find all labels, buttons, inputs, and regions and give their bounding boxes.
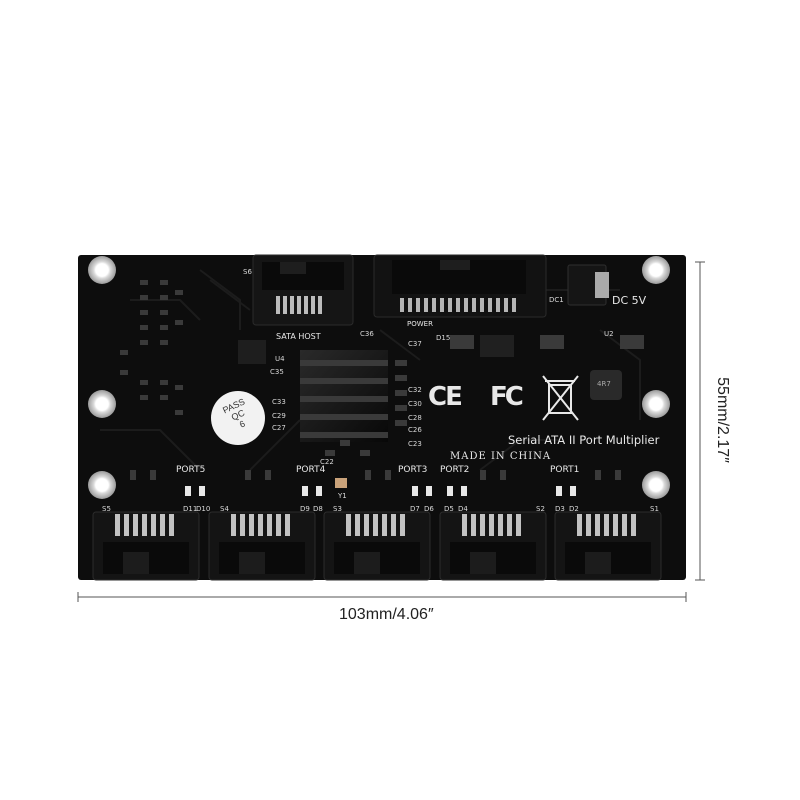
designator: Y1 — [338, 492, 347, 500]
sata-port-connectors — [92, 511, 662, 581]
led-label: D8 — [313, 505, 323, 513]
sata-host-connector — [252, 254, 354, 326]
mounting-hole — [642, 471, 670, 499]
port-label: PORT5 — [176, 465, 206, 475]
fc-mark: FC — [490, 382, 524, 412]
smd-components — [120, 280, 644, 480]
inductor — [590, 370, 622, 400]
sata-port-connector — [208, 511, 316, 581]
designator: C32 — [408, 386, 422, 394]
sata-port-connector — [439, 511, 547, 581]
sata-port-connector — [92, 511, 200, 581]
qc-sticker — [211, 391, 265, 445]
designator: C29 — [272, 412, 286, 420]
sata-power-connector — [373, 254, 547, 318]
mounting-hole — [88, 256, 116, 284]
heatsink — [300, 350, 388, 442]
connector-label: S1 — [650, 505, 659, 513]
designator: 4R7 — [597, 380, 611, 388]
power-label: POWER — [407, 320, 433, 328]
board-title: Serial ATA II Port Multiplier — [508, 433, 660, 447]
mounting-holes — [88, 256, 670, 499]
dimension-lines — [77, 261, 705, 602]
led-label: D4 — [458, 505, 468, 513]
sata-port-connector — [554, 511, 662, 581]
designator: U2 — [604, 330, 614, 338]
led-label: D10 — [196, 505, 211, 513]
designator: DC1 — [549, 296, 564, 304]
designator: D15 — [436, 334, 451, 342]
crystal — [335, 478, 347, 488]
mounting-hole — [642, 390, 670, 418]
connector-label: S6 — [243, 268, 252, 276]
connector-label: S4 — [220, 505, 229, 513]
height-dimension-label: 55mm/2.17″ — [714, 377, 731, 463]
connector-label: S3 — [333, 505, 342, 513]
port-label: PORT3 — [398, 465, 428, 475]
designator: C37 — [408, 340, 422, 348]
designator: C22 — [320, 458, 334, 466]
ce-mark: CE — [428, 382, 463, 412]
made-in-label: MADE IN CHINA — [450, 451, 552, 462]
mounting-hole — [88, 471, 116, 499]
port-label: PORT1 — [550, 465, 580, 475]
connector-label: S5 — [102, 505, 111, 513]
designator: C28 — [408, 414, 422, 422]
led-label: D11 — [183, 505, 198, 513]
led-label: D7 — [410, 505, 420, 513]
sata-host-label: SATA HOST — [276, 332, 321, 341]
dc-label: DC 5V — [612, 294, 647, 307]
designator: U4 — [275, 355, 285, 363]
dc-jack — [567, 264, 609, 306]
sata-port-connector — [323, 511, 431, 581]
designator: C35 — [270, 368, 284, 376]
led-label: D2 — [569, 505, 579, 513]
mounting-hole — [642, 256, 670, 284]
width-dimension-label: 103mm/4.06″ — [339, 606, 434, 623]
connector-label: S2 — [536, 505, 545, 513]
designator: C36 — [360, 330, 374, 338]
led-label: D5 — [444, 505, 454, 513]
mounting-hole — [88, 390, 116, 418]
led-label: D9 — [300, 505, 310, 513]
leds — [185, 486, 576, 496]
designator: C23 — [408, 440, 422, 448]
led-label: D6 — [424, 505, 434, 513]
port-label: PORT4 — [296, 465, 326, 475]
designator: C27 — [272, 424, 286, 432]
weee-symbol — [542, 375, 579, 421]
port-label: PORT2 — [440, 465, 470, 475]
designator: C33 — [272, 398, 286, 406]
designator: C26 — [408, 426, 422, 434]
led-label: D3 — [555, 505, 565, 513]
designator: C30 — [408, 400, 422, 408]
